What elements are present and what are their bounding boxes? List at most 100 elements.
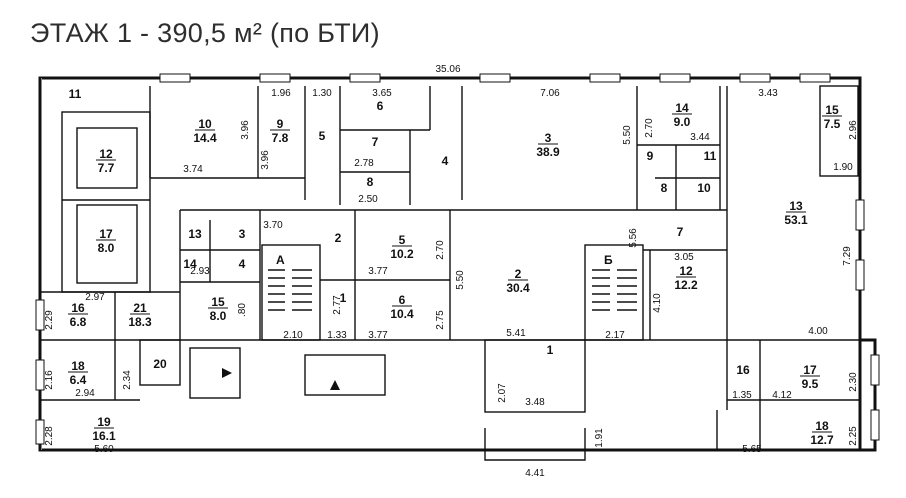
window: [659, 73, 691, 83]
stair-label-a: А: [276, 253, 285, 267]
dimension-label: 5.65: [742, 444, 762, 455]
room-area: 10.2: [390, 247, 414, 261]
room-area: 53.1: [784, 213, 808, 227]
room-area: 16.1: [92, 429, 116, 443]
room-area: 8.0: [210, 309, 227, 323]
dimension-label: 2.34: [122, 370, 133, 390]
room-area: 30.4: [506, 281, 530, 295]
dimension-label: 5.50: [455, 270, 466, 290]
dimension-label: 1.33: [327, 330, 347, 341]
dimension-label: 7.06: [540, 88, 560, 99]
window: [870, 409, 880, 441]
room-number: 5: [399, 233, 406, 247]
room-area: 9.5: [802, 377, 819, 391]
room-number: 6: [377, 99, 384, 113]
arrow-icon: [222, 368, 232, 378]
room-area: 12.7: [810, 433, 834, 447]
partitions: [40, 85, 860, 461]
room-number: 1: [340, 291, 347, 305]
room-number: 15: [211, 295, 225, 309]
room-number: 2: [515, 267, 522, 281]
room-number: 4: [239, 257, 246, 271]
dimension-label: 5.60: [94, 444, 114, 455]
dimension-label: 1.91: [594, 428, 605, 448]
outer-wall-right-extension: [858, 78, 877, 452]
room-number: 10: [198, 117, 212, 131]
partition: [819, 85, 859, 177]
room-number: 21: [133, 301, 147, 315]
window: [589, 73, 621, 83]
room-number: 4: [442, 154, 449, 168]
partition: [76, 127, 138, 189]
window: [870, 354, 880, 386]
window: [349, 73, 381, 83]
room-number: 12: [99, 147, 113, 161]
room-area: 9.0: [674, 115, 691, 129]
entrance-vestibule: [189, 347, 241, 399]
room-labels: 11127.7178.0166.82118.3186.41916.1201014…: [68, 87, 842, 447]
dimension-label: .80: [237, 303, 248, 317]
dimension-label: 3.48: [525, 397, 545, 408]
plan-title: ЭТАЖ 1 - 390,5 м² (по БТИ): [30, 18, 380, 48]
stair-treads: [268, 269, 637, 311]
dimension-label: 2.96: [848, 120, 859, 140]
dimension-label: 2.77: [332, 295, 343, 315]
entrance-canopy: [484, 428, 586, 461]
room-area: 14.4: [193, 131, 217, 145]
room-area: 38.9: [536, 145, 560, 159]
room-number: 18: [71, 359, 85, 373]
window: [35, 359, 45, 391]
room-number: 12: [679, 264, 693, 278]
dimension-label: 3.44: [690, 132, 710, 143]
room-area: 10.4: [390, 307, 414, 321]
dimension-label: 2.29: [44, 310, 55, 330]
room-number: 7: [372, 135, 379, 149]
room-number: 3: [545, 131, 552, 145]
dimension-label: 2.28: [44, 426, 55, 446]
room-area: 7.7: [98, 161, 115, 175]
dimension-label: 3.77: [368, 330, 388, 341]
window: [35, 419, 45, 445]
dimension-label: 4.00: [808, 326, 828, 337]
dimension-label: 3.74: [183, 164, 203, 175]
room-number: 9: [277, 117, 284, 131]
room-number: 16: [71, 301, 85, 315]
bay-room: [484, 339, 586, 413]
room-number: 13: [188, 227, 202, 241]
room-number: 10: [697, 181, 711, 195]
stair-b: [584, 244, 644, 341]
dimension-label: 4.10: [652, 293, 663, 313]
entrance-arrows: [222, 368, 340, 390]
room-number: 7: [677, 225, 684, 239]
room-number: 20: [153, 357, 167, 371]
window: [159, 73, 191, 83]
dimension-label: 2.50: [358, 194, 378, 205]
window: [259, 73, 291, 83]
dimension-label: 2.30: [848, 372, 859, 392]
dimension-label: 1.35: [732, 390, 752, 401]
room-number: 14: [675, 101, 689, 115]
dimension-label: 5.50: [622, 125, 633, 145]
room-number: 5: [319, 129, 326, 143]
dimension-label: 2.94: [75, 388, 95, 399]
window: [855, 199, 865, 231]
room-number: 16: [736, 363, 750, 377]
room-number: 19: [97, 415, 111, 429]
dimension-label: 2.78: [354, 158, 374, 169]
room-area: 12.2: [674, 278, 698, 292]
windows: [35, 73, 880, 445]
room-number: 8: [367, 175, 374, 189]
dimension-label: 5.41: [506, 328, 526, 339]
dimension-label: 2.16: [44, 370, 55, 390]
dimension-label: 2.10: [283, 330, 303, 341]
dimension-label: 4.12: [772, 390, 792, 401]
arrow-icon: [330, 380, 340, 390]
stair-a: [261, 244, 321, 341]
outer-walls: [26, 76, 877, 452]
room-number: 18: [815, 419, 829, 433]
dimension-label: 2.70: [644, 118, 655, 138]
room-area: 6.4: [70, 373, 87, 387]
dimension-label: 1.90: [833, 162, 853, 173]
room-area: 7.5: [824, 117, 841, 131]
